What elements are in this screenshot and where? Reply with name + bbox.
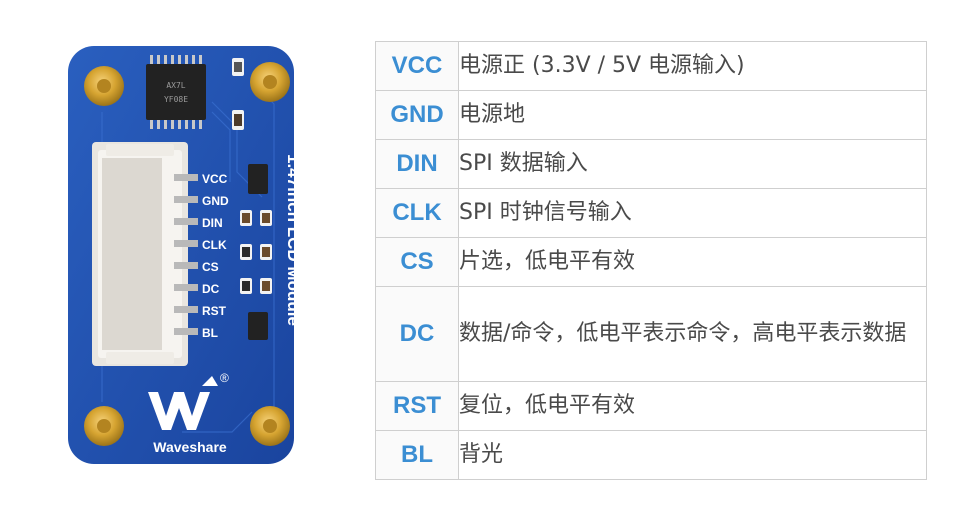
pin-description-table: VCC 电源正 (3.3V / 5V 电源输入) GND 电源地 DIN SPI… [375,41,927,480]
pin-name: CLK [375,188,459,238]
pin-connector [92,142,198,366]
mounting-hole-bl [84,406,124,446]
table-row: DIN SPI 数据输入 [375,139,927,189]
pin-name: CS [375,237,459,287]
silk-pin-din: DIN [202,216,223,230]
mounting-hole-tr [250,62,290,102]
silk-pin-bl: BL [202,326,218,340]
chip-line-2: YF08E [164,95,188,104]
pin-description: 数据/命令，低电平表示命令，高电平表示数据 [458,286,927,382]
lcd-module-board: AX7L YF08E [62,42,302,468]
silk-pin-cs: CS [202,260,219,274]
pin-description: 背光 [458,430,927,480]
pin-description: SPI 数据输入 [458,139,927,189]
smd-components [232,58,272,340]
pin-description: 电源正 (3.3V / 5V 电源输入) [458,41,927,91]
table-row: CS 片选，低电平有效 [375,237,927,287]
waveshare-logo-icon [148,376,218,430]
pin-description: 复位，低电平有效 [458,381,927,431]
table-row: CLK SPI 时钟信号输入 [375,188,927,238]
pin-name: BL [375,430,459,480]
pin-name: DIN [375,139,459,189]
mounting-hole-br [250,406,290,446]
silk-pin-clk: CLK [202,238,227,252]
pin-name: VCC [375,41,459,91]
pin-description: SPI 时钟信号输入 [458,188,927,238]
pin-name: GND [375,90,459,140]
pin-description: 片选，低电平有效 [458,237,927,287]
chip-line-1: AX7L [166,81,185,90]
registered-mark: ® [220,371,229,385]
silk-pin-dc: DC [202,282,220,296]
mounting-hole-tl [84,66,124,106]
pin-name: DC [375,286,459,382]
silk-pin-rst: RST [202,304,227,318]
table-row: DC 数据/命令，低电平表示命令，高电平表示数据 [375,286,927,382]
silk-pin-vcc: VCC [202,172,228,186]
pin-name: RST [375,381,459,431]
pin-description: 电源地 [458,90,927,140]
table-row: BL 背光 [375,430,927,480]
board-silk-title: 1.47inch LCD Module [284,154,302,326]
silk-pin-gnd: GND [202,194,229,208]
table-row: GND 电源地 [375,90,927,140]
table-row: VCC 电源正 (3.3V / 5V 电源输入) [375,41,927,91]
brand-name: Waveshare [153,439,227,455]
ic-chip: AX7L YF08E [146,55,206,129]
board-illustration: AX7L YF08E [68,46,302,464]
table-row: RST 复位，低电平有效 [375,381,927,431]
